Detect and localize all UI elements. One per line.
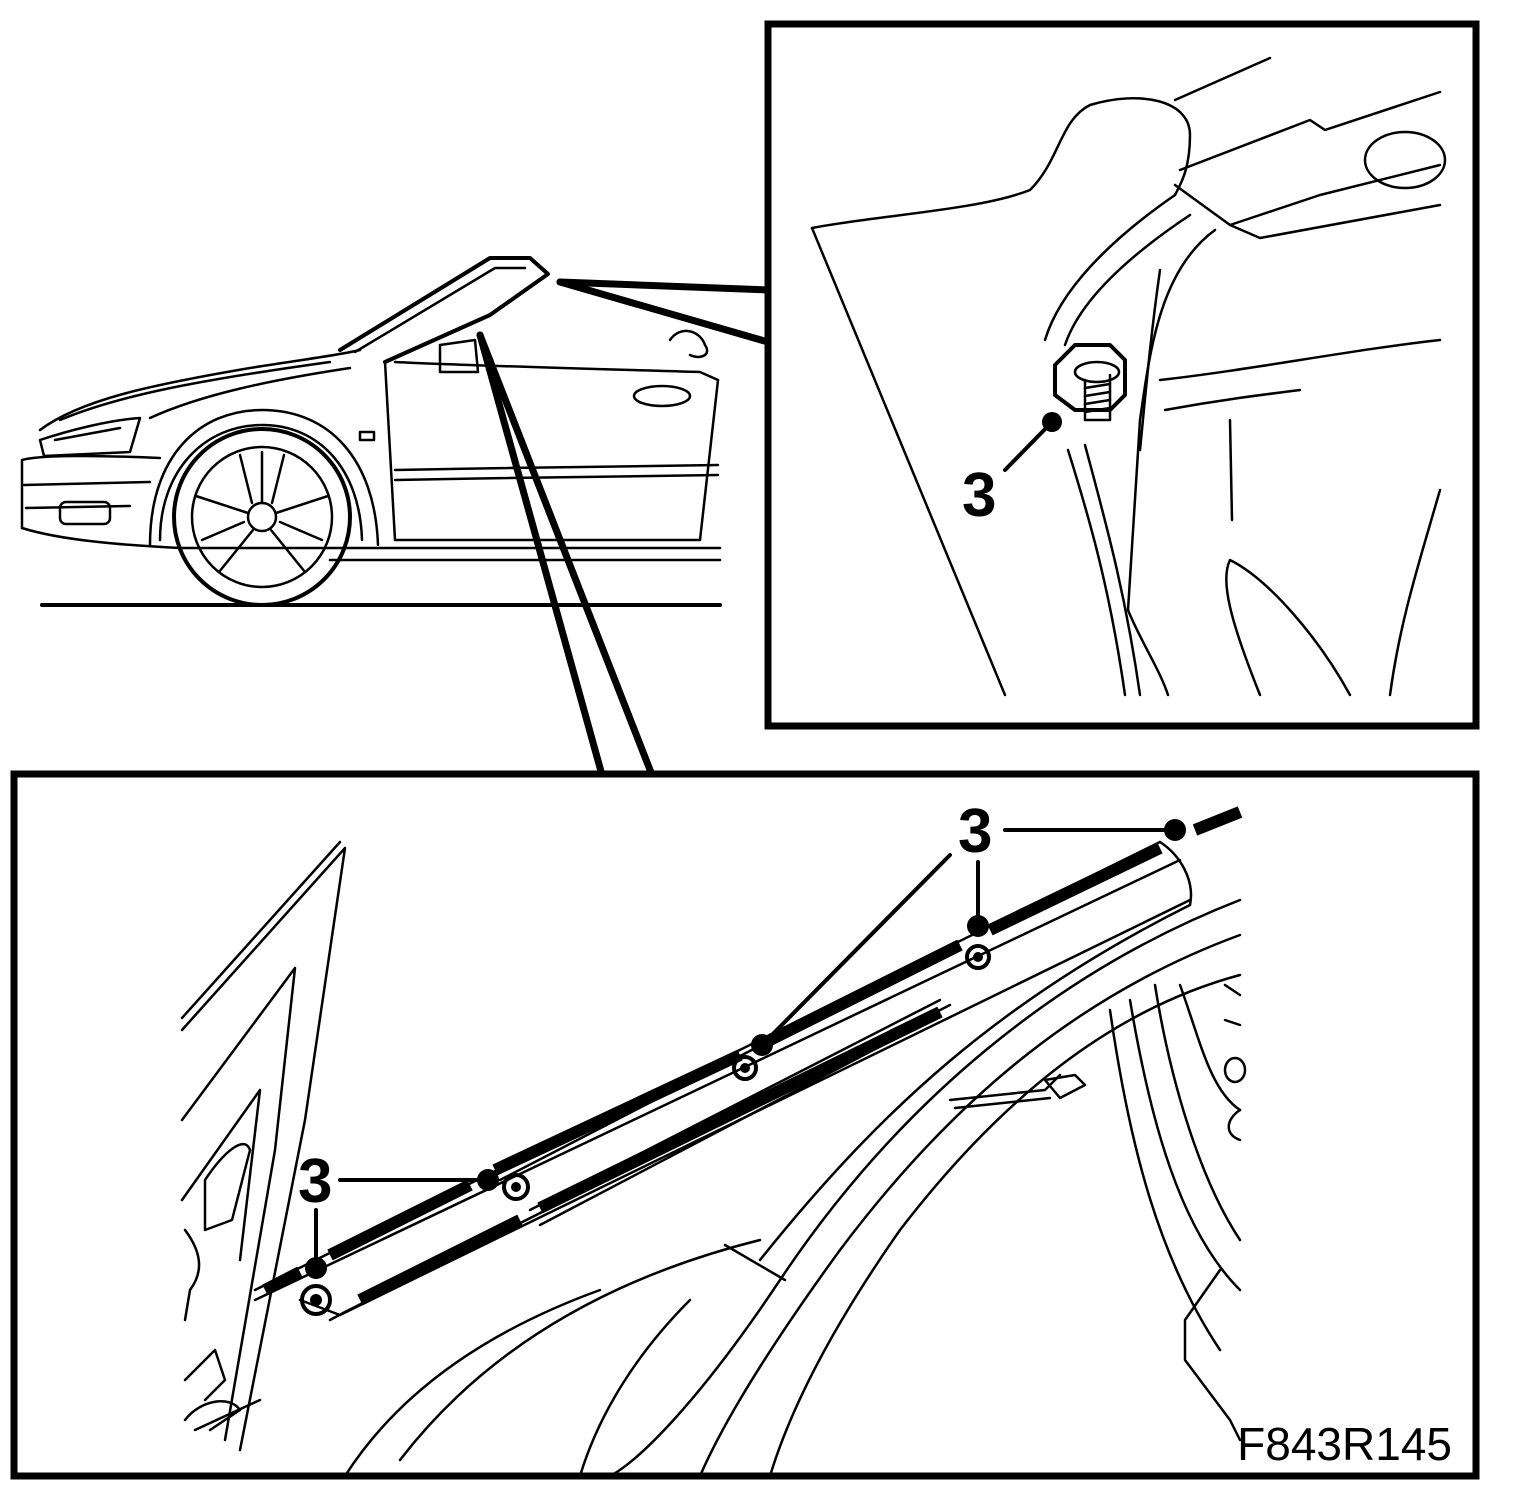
callout-label-bottom-left: 3: [298, 1147, 332, 1216]
bolt-detail-drawing: [810, 56, 1447, 697]
car-overview-drawing: [20, 256, 772, 779]
callout-label-top: 3: [962, 461, 996, 530]
figure-code: F843R145: [1237, 1418, 1452, 1470]
detail-inset-top: [764, 20, 1480, 730]
windscreen-pillar-drawing: [180, 806, 1247, 1478]
detail-inset-bottom: [10, 770, 1480, 1480]
callout-label-bottom-middle: 3: [958, 797, 992, 866]
